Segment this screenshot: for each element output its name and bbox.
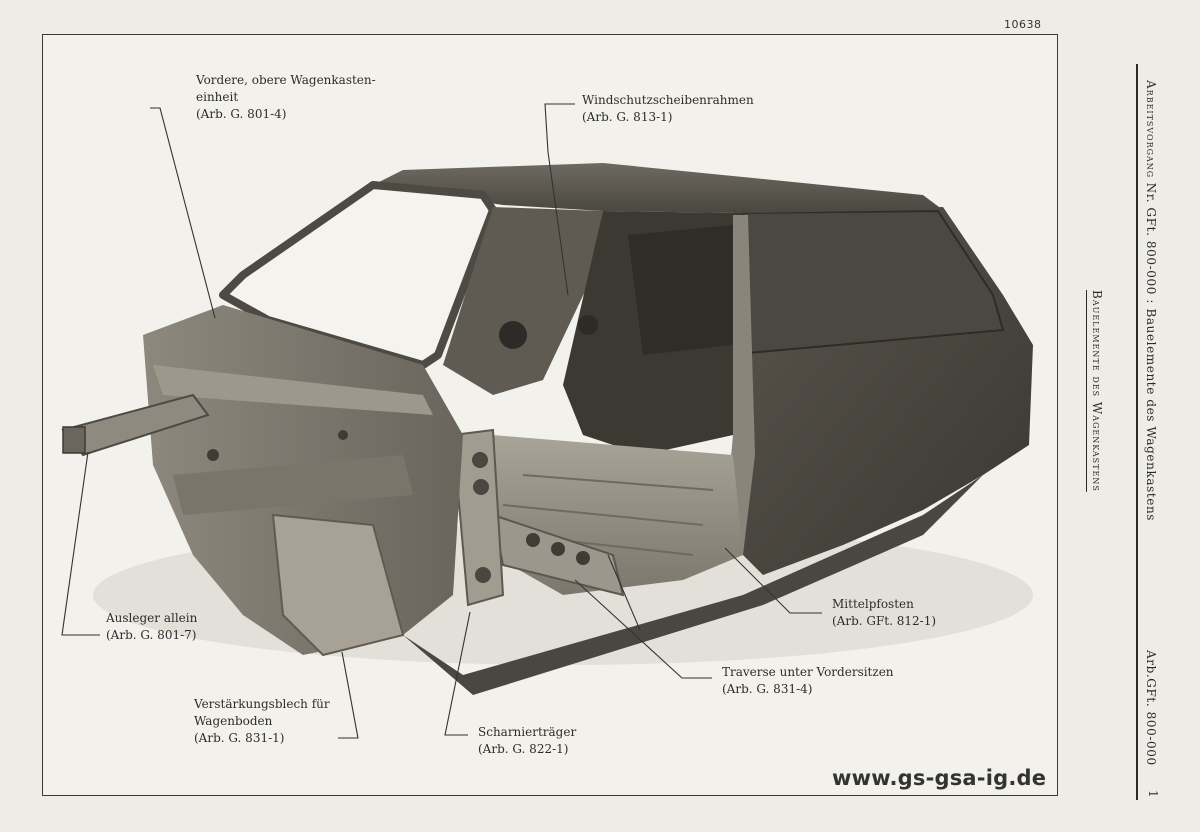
label-windshield-frame: Windschutzscheibenrahmen (Arb. G. 813-1) [582,92,754,126]
label-crossmember: Traverse unter Vordersitzen (Arb. G. 831… [722,664,894,698]
label-hinge-carrier-line1: Scharnierträger [478,725,577,739]
sidebar-page-number: 1 [1146,790,1160,798]
sidebar-reference: Arb.GFt. 800-000 [1144,650,1158,766]
label-windshield-line1: Windschutzscheibenrahmen [582,93,754,107]
label-floor-reinforcement-line1: Verstärkungsblech für [194,697,330,711]
label-boom: Ausleger allein (Arb. G. 801-7) [106,610,197,644]
label-front-upper-body: Vordere, obere Wagenkasten- einheit (Arb… [196,72,376,123]
sidebar-section-title: Bauelemente des Wagenkastens [1090,290,1104,492]
label-floor-reinforcement-line2: Wagenboden [194,714,273,728]
label-hinge-carrier: Scharnierträger (Arb. G. 822-1) [478,724,576,758]
document-number: 10638 [1004,18,1042,31]
label-center-pillar-ref: (Arb. GFt. 812-1) [832,614,937,628]
sidebar-operation-rest: Nr. GFt. 800-000 : Bauelemente des Wagen… [1144,182,1158,522]
label-hinge-carrier-ref: (Arb. G. 822-1) [478,742,569,756]
label-front-upper-line2: einheit [196,90,239,104]
label-windshield-ref: (Arb. G. 813-1) [582,110,673,124]
label-center-pillar: Mittelpfosten (Arb. GFt. 812-1) [832,596,936,630]
label-front-upper-ref: (Arb. G. 801-4) [196,107,287,121]
label-center-pillar-line1: Mittelpfosten [832,597,914,611]
label-front-upper-line1: Vordere, obere Wagenkasten- [196,73,376,87]
label-crossmember-ref: (Arb. G. 831-4) [722,682,813,696]
website-watermark: www.gs-gsa-ig.de [832,766,1047,790]
sidebar-operation-title: Arbeitsvorgang Nr. GFt. 800-000 : Bauele… [1144,80,1158,521]
sidebar-rule [1136,64,1138,800]
label-crossmember-line1: Traverse unter Vordersitzen [722,665,894,679]
label-boom-line1: Ausleger allein [106,611,198,625]
body-shell-photo [42,34,1058,796]
label-floor-reinforcement: Verstärkungsblech für Wagenboden (Arb. G… [194,696,330,747]
sidebar-operation-caps: Arbeitsvorgang [1144,80,1158,179]
label-floor-reinforcement-ref: (Arb. G. 831-1) [194,731,285,745]
label-boom-ref: (Arb. G. 801-7) [106,628,197,642]
car-body-illustration [61,163,1033,695]
